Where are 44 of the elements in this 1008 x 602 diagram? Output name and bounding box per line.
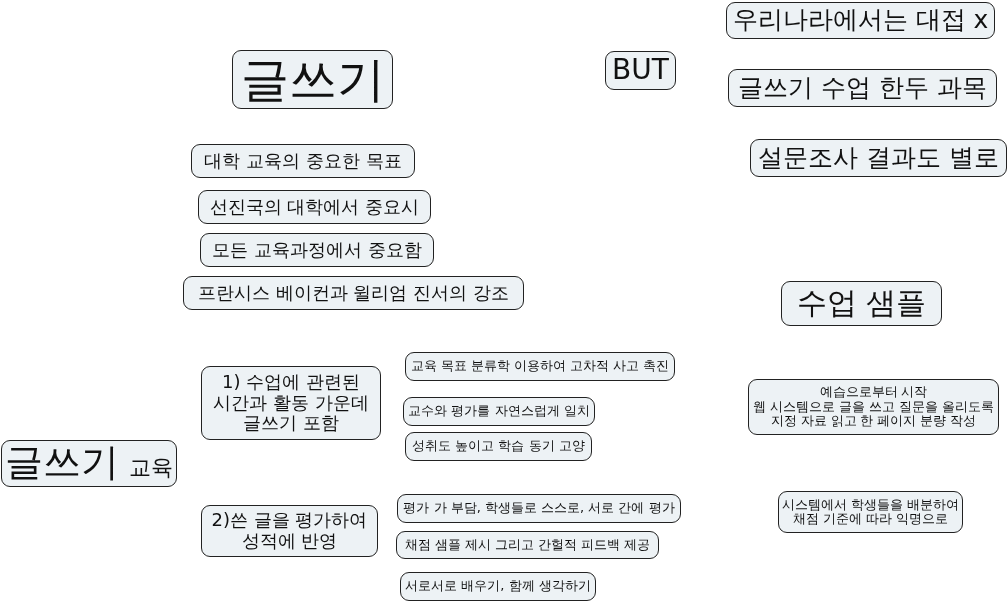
note-text: 대학 교육의 중요한 목표 — [204, 150, 402, 172]
note-text: 교수와 평가를 자연스럽게 일치 — [408, 404, 590, 419]
note-card — [750, 139, 1007, 177]
heading-text: 수업 샘플 — [796, 286, 927, 321]
topic-card — [1, 440, 177, 487]
note-card — [191, 144, 415, 178]
note-card — [726, 2, 995, 39]
note-text: 지정 자료 읽고 한 페이지 분량 작성 — [770, 414, 977, 429]
heading-text: 글쓰기 — [240, 51, 385, 108]
heading-text: BUT — [612, 54, 669, 87]
note-text: 2)쓴 글을 평가하여 성적에 반영 — [210, 510, 369, 552]
note-card — [201, 366, 381, 440]
note-card — [396, 531, 659, 559]
note-text: 평가 가 부담, 학생들로 스스로, 서로 간에 평가 — [403, 501, 675, 516]
note-card — [405, 352, 675, 381]
heading-text: 글쓰기 — [5, 441, 119, 485]
note-card — [748, 379, 999, 435]
note-text: 프란시스 베이컨과 윌리엄 진서의 강조 — [198, 282, 509, 304]
topic-card — [781, 281, 942, 326]
subheading-text: 교육 — [129, 455, 173, 481]
note-text: 예습으로부터 시작 — [819, 385, 928, 400]
note-text: 채점 샘플 제시 그리고 간헐적 피드백 제공 — [404, 537, 651, 553]
note-text: 성취도 높이고 학습 동기 고양 — [412, 439, 585, 454]
note-text: 서로서로 배우기, 함께 생각하기 — [405, 579, 591, 594]
note-card — [183, 276, 524, 310]
note-card — [778, 491, 963, 533]
note-text: 글쓰기 수업 한두 과목 — [738, 73, 987, 103]
note-text: 설문조사 결과도 별로 — [758, 143, 999, 173]
note-card — [198, 190, 431, 224]
note-text: 웹 시스템으로 글을 쓰고 질문을 올리도록 — [753, 399, 994, 415]
note-text: 모든 교육과정에서 중요함 — [212, 239, 422, 261]
note-card — [403, 397, 595, 426]
note-card — [397, 494, 681, 523]
note-card — [201, 505, 378, 557]
note-text: 교육 목표 분류학 이용하여 고차적 사고 촉진 — [410, 359, 670, 374]
note-text: 시스템에서 학생들을 배분하여 채점 기준에 따라 익명으로 — [781, 497, 960, 527]
note-card — [400, 572, 596, 601]
note-card — [200, 233, 434, 267]
topic-card — [605, 51, 676, 90]
note-card — [405, 432, 592, 461]
note-text: 1) 수업에 관련된 시간과 활동 가운데 글쓰기 포함 — [212, 371, 370, 435]
note-card — [728, 69, 997, 107]
note-text: 우리나라에서는 대접 x — [732, 6, 989, 35]
note-text: 선진국의 대학에서 중요시 — [209, 196, 420, 218]
